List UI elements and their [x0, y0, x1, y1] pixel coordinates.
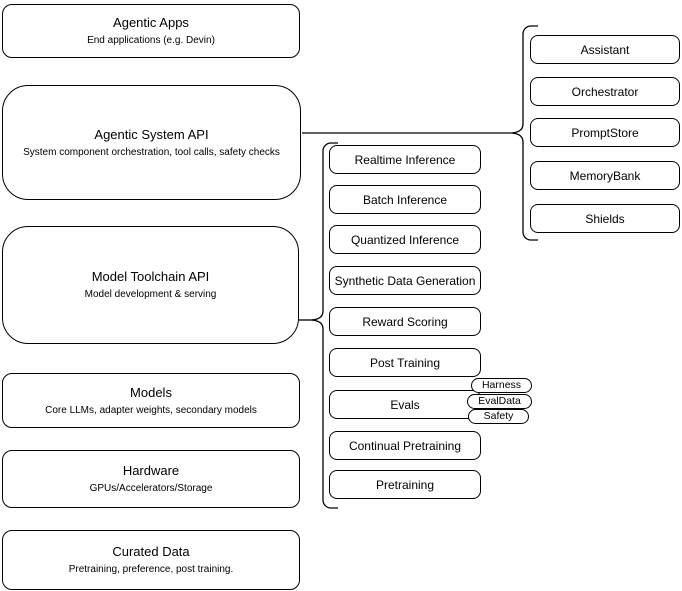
item-post-training: Post Training	[329, 348, 481, 377]
item-continual-pretraining: Continual Pretraining	[329, 431, 481, 460]
item-evals: Evals	[329, 390, 481, 419]
item-promptstore: PromptStore	[530, 118, 680, 147]
node-subtitle: Pretraining, preference, post training.	[68, 564, 234, 575]
item-memorybank: MemoryBank	[530, 161, 680, 190]
node-title: Hardware	[122, 463, 180, 478]
item-synthetic-data-generation: Synthetic Data Generation	[329, 266, 481, 295]
pill-safety: Safety	[468, 409, 529, 424]
item-shields: Shields	[530, 204, 680, 233]
pill-evaldata: EvalData	[467, 394, 532, 409]
node-agentic-system-api: Agentic System API System component orch…	[2, 85, 301, 200]
node-subtitle: Model development & serving	[84, 289, 217, 300]
node-subtitle: Core LLMs, adapter weights, secondary mo…	[45, 404, 257, 416]
system-group-bracket	[511, 25, 538, 241]
node-subtitle: End applications (e.g. Devin)	[87, 35, 215, 46]
node-title: Models	[130, 384, 172, 400]
item-reward-scoring: Reward Scoring	[329, 307, 481, 336]
node-title: Agentic System API	[94, 126, 209, 142]
item-batch-inference: Batch Inference	[329, 185, 481, 214]
node-subtitle: GPUs/Accelerators/Storage	[89, 483, 213, 494]
pill-harness: Harness	[471, 378, 532, 393]
item-pretraining: Pretraining	[329, 470, 481, 499]
node-subtitle: System component orchestration, tool cal…	[23, 146, 280, 158]
item-realtime-inference: Realtime Inference	[329, 145, 481, 174]
node-curated-data: Curated Data Pretraining, preference, po…	[2, 530, 300, 590]
node-title: Agentic Apps	[113, 15, 189, 30]
item-quantized-inference: Quantized Inference	[329, 225, 481, 254]
item-orchestrator: Orchestrator	[530, 77, 680, 106]
node-title: Model Toolchain API	[91, 269, 210, 284]
item-assistant: Assistant	[530, 35, 680, 64]
node-models: Models Core LLMs, adapter weights, secon…	[2, 373, 300, 428]
node-hardware: Hardware GPUs/Accelerators/Storage	[2, 450, 300, 508]
node-title: Curated Data	[112, 544, 190, 559]
toolchain-group-bracket	[311, 142, 338, 509]
node-agentic-apps: Agentic Apps End applications (e.g. Devi…	[2, 4, 300, 58]
node-model-toolchain-api: Model Toolchain API Model development & …	[2, 226, 299, 344]
